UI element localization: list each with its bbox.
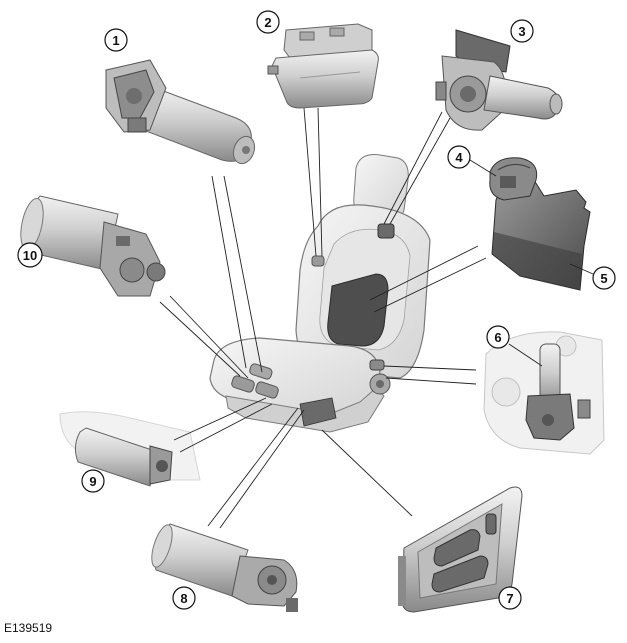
callout-7: 7 [498,586,522,610]
callout-1: 1 [104,28,128,52]
part-1-motor [105,59,256,165]
part-4-lumbar-pump [489,157,538,201]
part-10-motor [20,195,166,297]
callout-5: 5 [569,263,616,290]
callout-9: 9 [81,469,105,493]
callout-6-label: 6 [494,330,501,345]
callout-4: 4 [447,145,497,177]
part-6-frame-motor [483,331,605,455]
callout-8-label: 8 [180,591,187,606]
part-3-recliner-motor [435,29,563,131]
seat-assembly [209,154,431,433]
callout-8: 8 [172,586,196,610]
leader-lines [159,107,487,529]
callout-10: 10 [17,242,43,268]
part-9-track-motor [59,411,201,487]
part-2-control-module [267,23,379,109]
figure-reference-code: E139519 [4,621,53,635]
callout-1-label: 1 [112,33,119,48]
callout-10-label: 10 [23,248,37,263]
part-7-switch-pack [398,486,523,613]
callout-3-label: 3 [518,24,525,39]
callout-4-label: 4 [455,150,463,165]
callout-7-label: 7 [506,591,513,606]
part-8-motor [151,523,298,612]
callout-6: 6 [486,325,543,367]
callout-5-label: 5 [600,271,607,286]
callout-9-label: 9 [89,474,96,489]
callout-3: 3 [510,19,534,43]
callout-2: 2 [256,10,280,34]
part-5-lumbar-panel [491,179,591,291]
callout-2-label: 2 [264,15,271,30]
